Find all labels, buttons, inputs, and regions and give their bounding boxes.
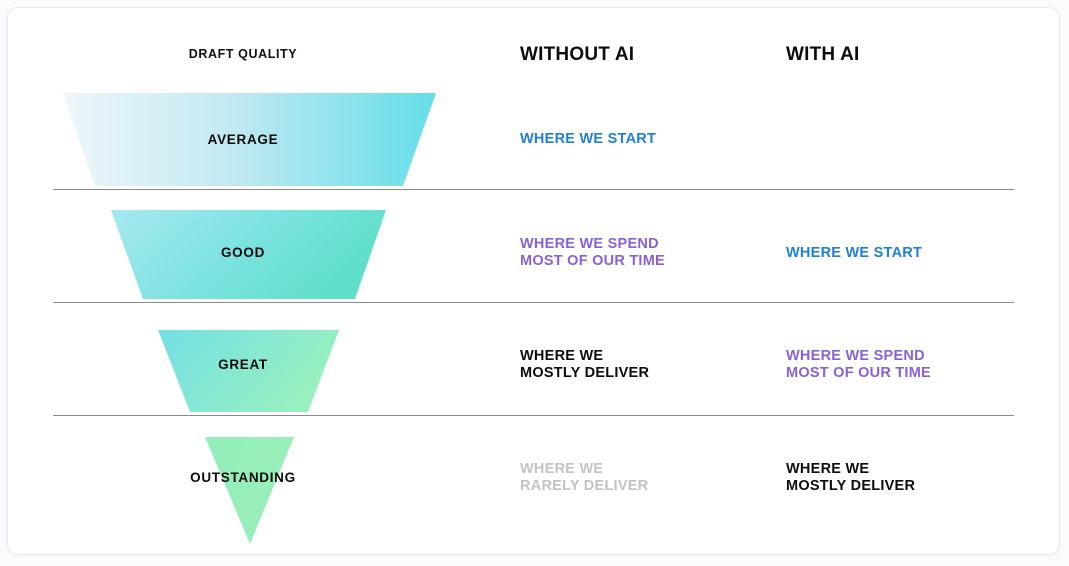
column-header-with-ai: WITH AI <box>786 44 860 65</box>
without-ai-row-average: WHERE WE START <box>520 131 657 147</box>
funnel-shape-outstanding <box>205 437 294 544</box>
row-divider-2 <box>53 302 1014 303</box>
without-ai-row-great: WHERE WE MOSTLY DELIVER <box>520 348 650 381</box>
funnel-card: DRAFT QUALITY WITHOUT AI WITH AI <box>7 7 1060 555</box>
with-ai-row-great: WHERE WE SPEND MOST OF OUR TIME <box>786 348 931 381</box>
column-header-without-ai: WITHOUT AI <box>520 44 635 65</box>
with-ai-row-outstanding: WHERE WE MOSTLY DELIVER <box>786 461 916 494</box>
funnel-shape-good <box>111 210 386 299</box>
without-ai-row-good: WHERE WE SPEND MOST OF OUR TIME <box>520 236 665 269</box>
funnel-shape-average <box>63 93 436 186</box>
without-ai-row-outstanding: WHERE WE RARELY DELIVER <box>520 461 649 494</box>
row-divider-1 <box>53 189 1014 190</box>
with-ai-row-good: WHERE WE START <box>786 245 923 261</box>
row-divider-3 <box>53 415 1014 416</box>
column-header-draft-quality: DRAFT QUALITY <box>188 47 298 61</box>
funnel-shape-great <box>158 330 339 412</box>
funnel-shapes <box>8 8 478 554</box>
